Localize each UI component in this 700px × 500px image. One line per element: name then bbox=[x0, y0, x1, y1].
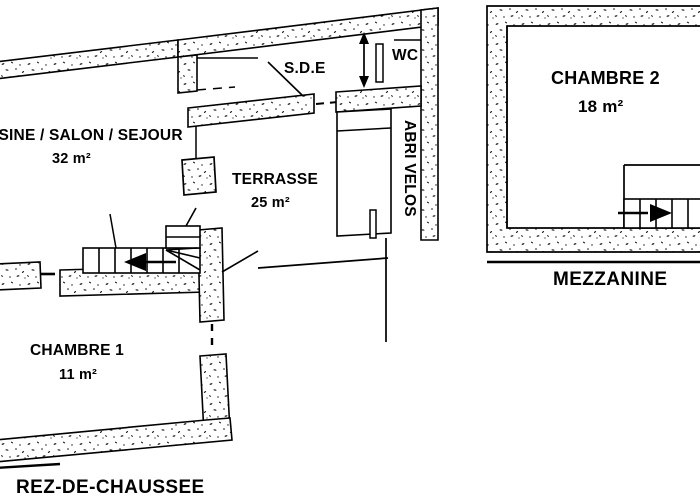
room-label-terrasse: TERRASSE bbox=[232, 171, 319, 188]
room-area-chambre2: 18 m² bbox=[578, 97, 624, 116]
leader-diagonal bbox=[221, 250, 259, 273]
sheet-title-ground: REZ-DE-CHAUSSEE bbox=[16, 477, 205, 498]
wall-right-exterior bbox=[420, 7, 439, 241]
wall-pier-top bbox=[177, 54, 198, 94]
room-label-chambre2: CHAMBRE 2 bbox=[551, 68, 660, 88]
room-label-wc: WC bbox=[392, 47, 419, 64]
room-label-chambre1: CHAMBRE 1 bbox=[30, 342, 124, 359]
wall-vertical-central bbox=[197, 227, 225, 323]
wall-top-left bbox=[0, 39, 179, 80]
line-stair-up bbox=[185, 207, 197, 227]
stair-direction-arrow-ground bbox=[124, 253, 176, 271]
wall-abri-top bbox=[335, 85, 422, 113]
wall-interior-slanted bbox=[187, 93, 315, 128]
baseline-ground bbox=[0, 462, 61, 469]
leader-horizontal bbox=[257, 257, 389, 269]
mezzanine-walls bbox=[486, 5, 700, 264]
door-leaf-sde bbox=[375, 43, 384, 83]
room-label-cuisine: ISINE / SALON / SEJOUR bbox=[0, 127, 183, 144]
opening-sde bbox=[196, 86, 236, 91]
room-area-chambre1: 11 m² bbox=[59, 367, 98, 383]
pillar-terrasse bbox=[181, 156, 217, 196]
ground-floor-walls bbox=[0, 7, 439, 463]
room-label-sde: S.D.E bbox=[284, 60, 326, 77]
room-label-abri-velos: ABRI VELOS bbox=[401, 120, 418, 217]
door-swing-arrow-sde bbox=[359, 32, 369, 88]
line-stair-edge bbox=[109, 213, 117, 249]
opening-terrasse bbox=[315, 101, 339, 105]
abri-velos-enclosure bbox=[336, 108, 392, 237]
stair-direction-arrow-mezzanine bbox=[618, 204, 672, 222]
leader-sde bbox=[267, 61, 304, 97]
room-area-cuisine: 32 m² bbox=[52, 151, 91, 167]
wall-left-stub bbox=[0, 261, 42, 291]
sheet-title-mezzanine: MEZZANINE bbox=[553, 269, 668, 290]
wall-bottom-exterior bbox=[0, 417, 233, 463]
line-abri-divider bbox=[336, 127, 392, 132]
room-area-terrasse: 25 m² bbox=[251, 195, 290, 211]
door-leaf-abri bbox=[369, 209, 377, 239]
